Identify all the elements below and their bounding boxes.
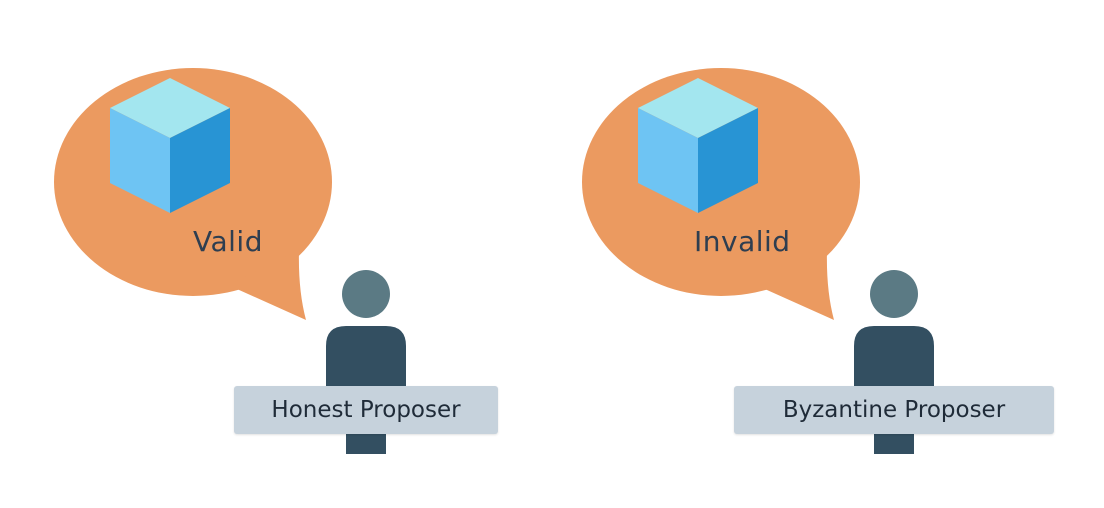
status-label: Invalid (694, 225, 791, 258)
cube-icon (110, 78, 230, 213)
person-head (342, 270, 390, 318)
cube-icon (638, 78, 758, 213)
role-label-text: Honest Proposer (271, 397, 461, 423)
person-torso (326, 326, 406, 388)
person-torso (854, 326, 934, 388)
status-label: Valid (193, 225, 263, 258)
byzantine-proposer-panel: Invalid Byzantine Proposer (528, 0, 1080, 508)
role-label-text: Byzantine Proposer (782, 397, 1006, 423)
honest-proposer-panel: Valid Honest Proposer (54, 68, 498, 454)
byzantine-proposer-graphic (582, 68, 934, 454)
role-label: Honest Proposer (234, 386, 498, 434)
person-head (870, 270, 918, 318)
role-label: Byzantine Proposer (734, 386, 1054, 434)
